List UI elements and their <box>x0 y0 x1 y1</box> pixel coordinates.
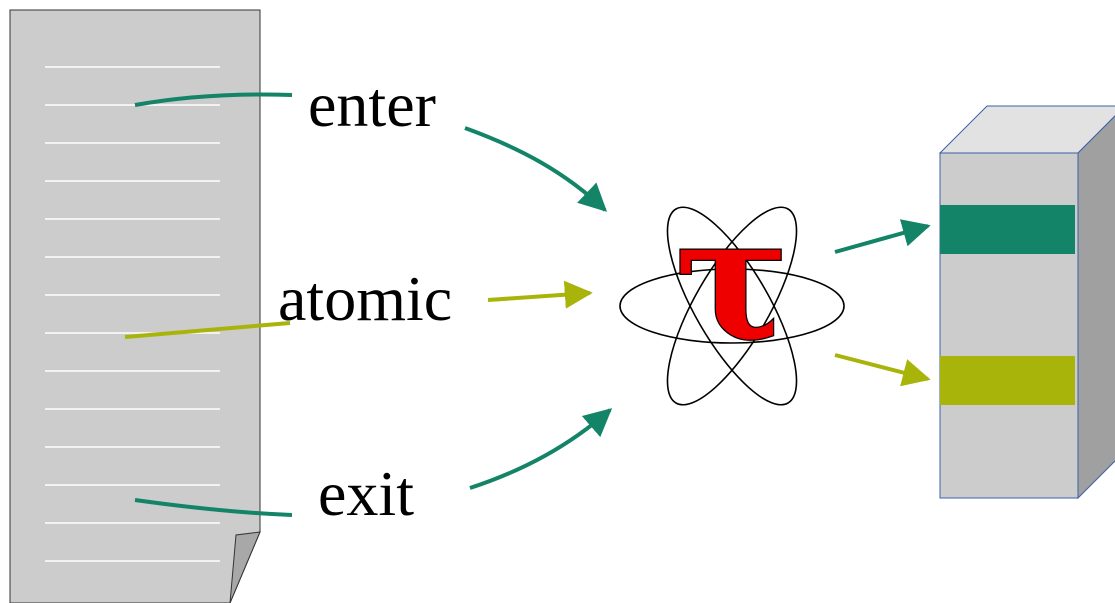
atomic-arrow <box>488 293 590 300</box>
tau-glyph: τ <box>675 179 789 379</box>
server-slot-enter-exit <box>940 205 1075 254</box>
exit-label: exit <box>318 458 414 529</box>
enter-label: enter <box>308 69 436 140</box>
document-body <box>10 10 260 603</box>
atomic-label: atomic <box>278 263 452 334</box>
server-front-face <box>940 153 1078 498</box>
document-icon <box>10 10 260 603</box>
output-arrow-olive <box>835 355 928 379</box>
enter-arrow <box>465 128 605 210</box>
server-side-face <box>1078 106 1115 498</box>
output-arrow-green <box>835 226 928 252</box>
tau-atom-logo: τ <box>620 179 844 421</box>
server-slot-atomic <box>940 356 1075 405</box>
database-server-icon <box>940 106 1115 498</box>
exit-arrow <box>470 410 610 488</box>
